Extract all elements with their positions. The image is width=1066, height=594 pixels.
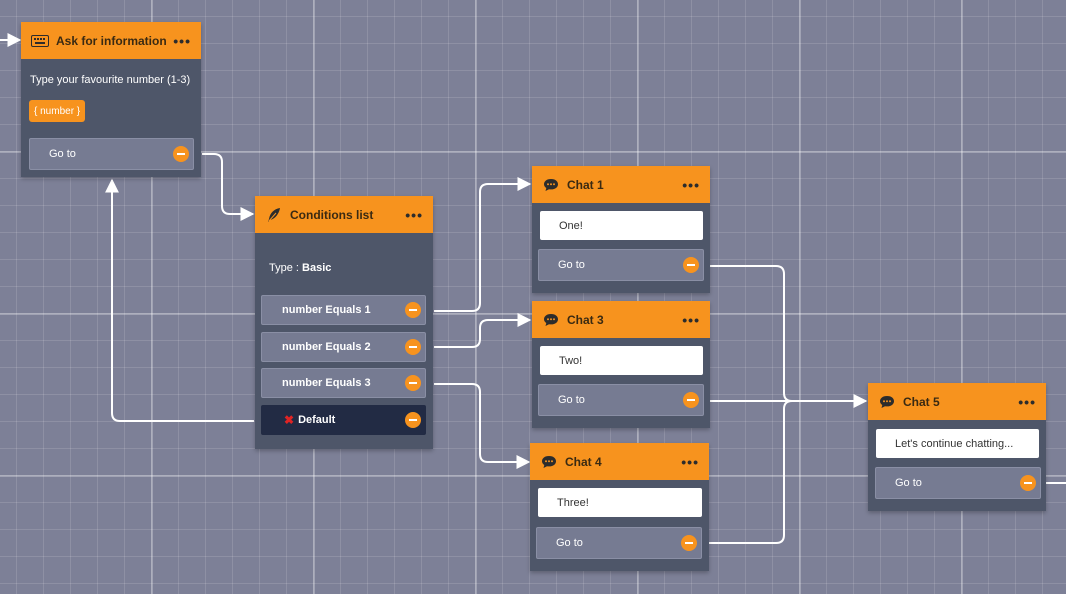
minus-circle-icon[interactable]: [1020, 475, 1036, 491]
chat-message[interactable]: Let's continue chatting...: [876, 429, 1039, 458]
speech-bubble-icon: [542, 311, 560, 329]
speech-bubble-icon: [878, 393, 896, 411]
condition-label: number Equals 2: [282, 341, 371, 353]
goto-button[interactable]: Go to: [29, 138, 194, 170]
wire-cond1-to-chat1: [434, 177, 532, 312]
node-menu-button[interactable]: •••: [682, 176, 700, 193]
goto-button[interactable]: Go to: [875, 467, 1041, 499]
minus-circle-icon[interactable]: [405, 412, 421, 428]
minus-circle-icon[interactable]: [683, 392, 699, 408]
condition-type-label: Type :: [269, 262, 303, 274]
node-header[interactable]: Chat 5 •••: [868, 383, 1046, 420]
node-title: Chat 4: [565, 454, 602, 469]
goto-label: Go to: [558, 394, 585, 406]
goto-label: Go to: [558, 259, 585, 271]
node-title: Chat 3: [567, 312, 604, 327]
goto-button[interactable]: Go to: [536, 527, 702, 559]
variable-tag: { number }: [29, 100, 86, 122]
node-chat-4[interactable]: Chat 4 ••• Three! Go to: [530, 443, 709, 571]
condition-item[interactable]: number Equals 3: [261, 368, 426, 398]
keyboard-icon: [31, 32, 49, 50]
goto-label: Go to: [556, 537, 583, 549]
node-menu-button[interactable]: •••: [173, 32, 191, 49]
prompt-text: Type your favourite number (1-3): [30, 74, 191, 86]
wire-chat1-to-chat5: [704, 265, 868, 408]
node-ask-for-information[interactable]: Ask for information 1 ••• Type your favo…: [21, 22, 201, 177]
minus-circle-icon[interactable]: [405, 375, 421, 391]
chat-message[interactable]: Three!: [538, 488, 702, 517]
condition-default[interactable]: ✖ Default: [261, 405, 426, 435]
goto-label: Go to: [895, 477, 922, 489]
feather-icon: [265, 206, 283, 224]
node-menu-button[interactable]: •••: [1018, 393, 1036, 410]
minus-circle-icon[interactable]: [683, 257, 699, 273]
node-header[interactable]: Ask for information 1 •••: [21, 22, 201, 59]
node-conditions-list[interactable]: Conditions list ••• Type : Basic number …: [255, 196, 433, 449]
node-title: Chat 1: [567, 177, 604, 192]
chat-message[interactable]: Two!: [540, 346, 703, 375]
wire-default-to-ask: [105, 178, 254, 422]
condition-item[interactable]: number Equals 2: [261, 332, 426, 362]
speech-bubble-icon: [540, 453, 558, 471]
node-menu-button[interactable]: •••: [681, 453, 699, 470]
minus-circle-icon[interactable]: [405, 302, 421, 318]
condition-label: number Equals 1: [282, 304, 371, 316]
node-title: Conditions list: [290, 207, 374, 222]
goto-button[interactable]: Go to: [538, 384, 704, 416]
condition-label: number Equals 3: [282, 377, 371, 389]
minus-circle-icon[interactable]: [405, 339, 421, 355]
node-chat-1[interactable]: Chat 1 ••• One! Go to: [532, 166, 710, 293]
wire-cond3-to-chat4: [434, 383, 531, 469]
wire-chat4-to-chat5: [702, 400, 793, 544]
speech-bubble-icon: [542, 176, 560, 194]
node-title: Ask for information 1: [56, 33, 168, 48]
node-menu-button[interactable]: •••: [405, 206, 423, 223]
node-header[interactable]: Chat 1 •••: [532, 166, 710, 203]
condition-type-value: Basic: [302, 262, 332, 274]
node-header[interactable]: Chat 3 •••: [532, 301, 710, 338]
node-chat-3[interactable]: Chat 3 ••• Two! Go to: [532, 301, 710, 428]
node-header[interactable]: Conditions list •••: [255, 196, 433, 233]
node-header[interactable]: Chat 4 •••: [530, 443, 709, 480]
goto-label: Go to: [49, 148, 76, 160]
minus-circle-icon[interactable]: [681, 535, 697, 551]
condition-default-label: Default: [298, 414, 336, 426]
goto-button[interactable]: Go to: [538, 249, 704, 281]
chat-message[interactable]: One!: [540, 211, 703, 240]
wire-ask-to-conditions: [202, 153, 255, 221]
node-title: Chat 5: [903, 394, 940, 409]
minus-circle-icon[interactable]: [173, 146, 189, 162]
condition-type: Type : Basic: [269, 262, 331, 274]
condition-item[interactable]: number Equals 1: [261, 295, 426, 325]
node-chat-5[interactable]: Chat 5 ••• Let's continue chatting... Go…: [868, 383, 1046, 511]
wire-cond2-to-chat3: [434, 313, 532, 348]
node-menu-button[interactable]: •••: [682, 311, 700, 328]
close-x-icon: ✖: [284, 413, 295, 427]
